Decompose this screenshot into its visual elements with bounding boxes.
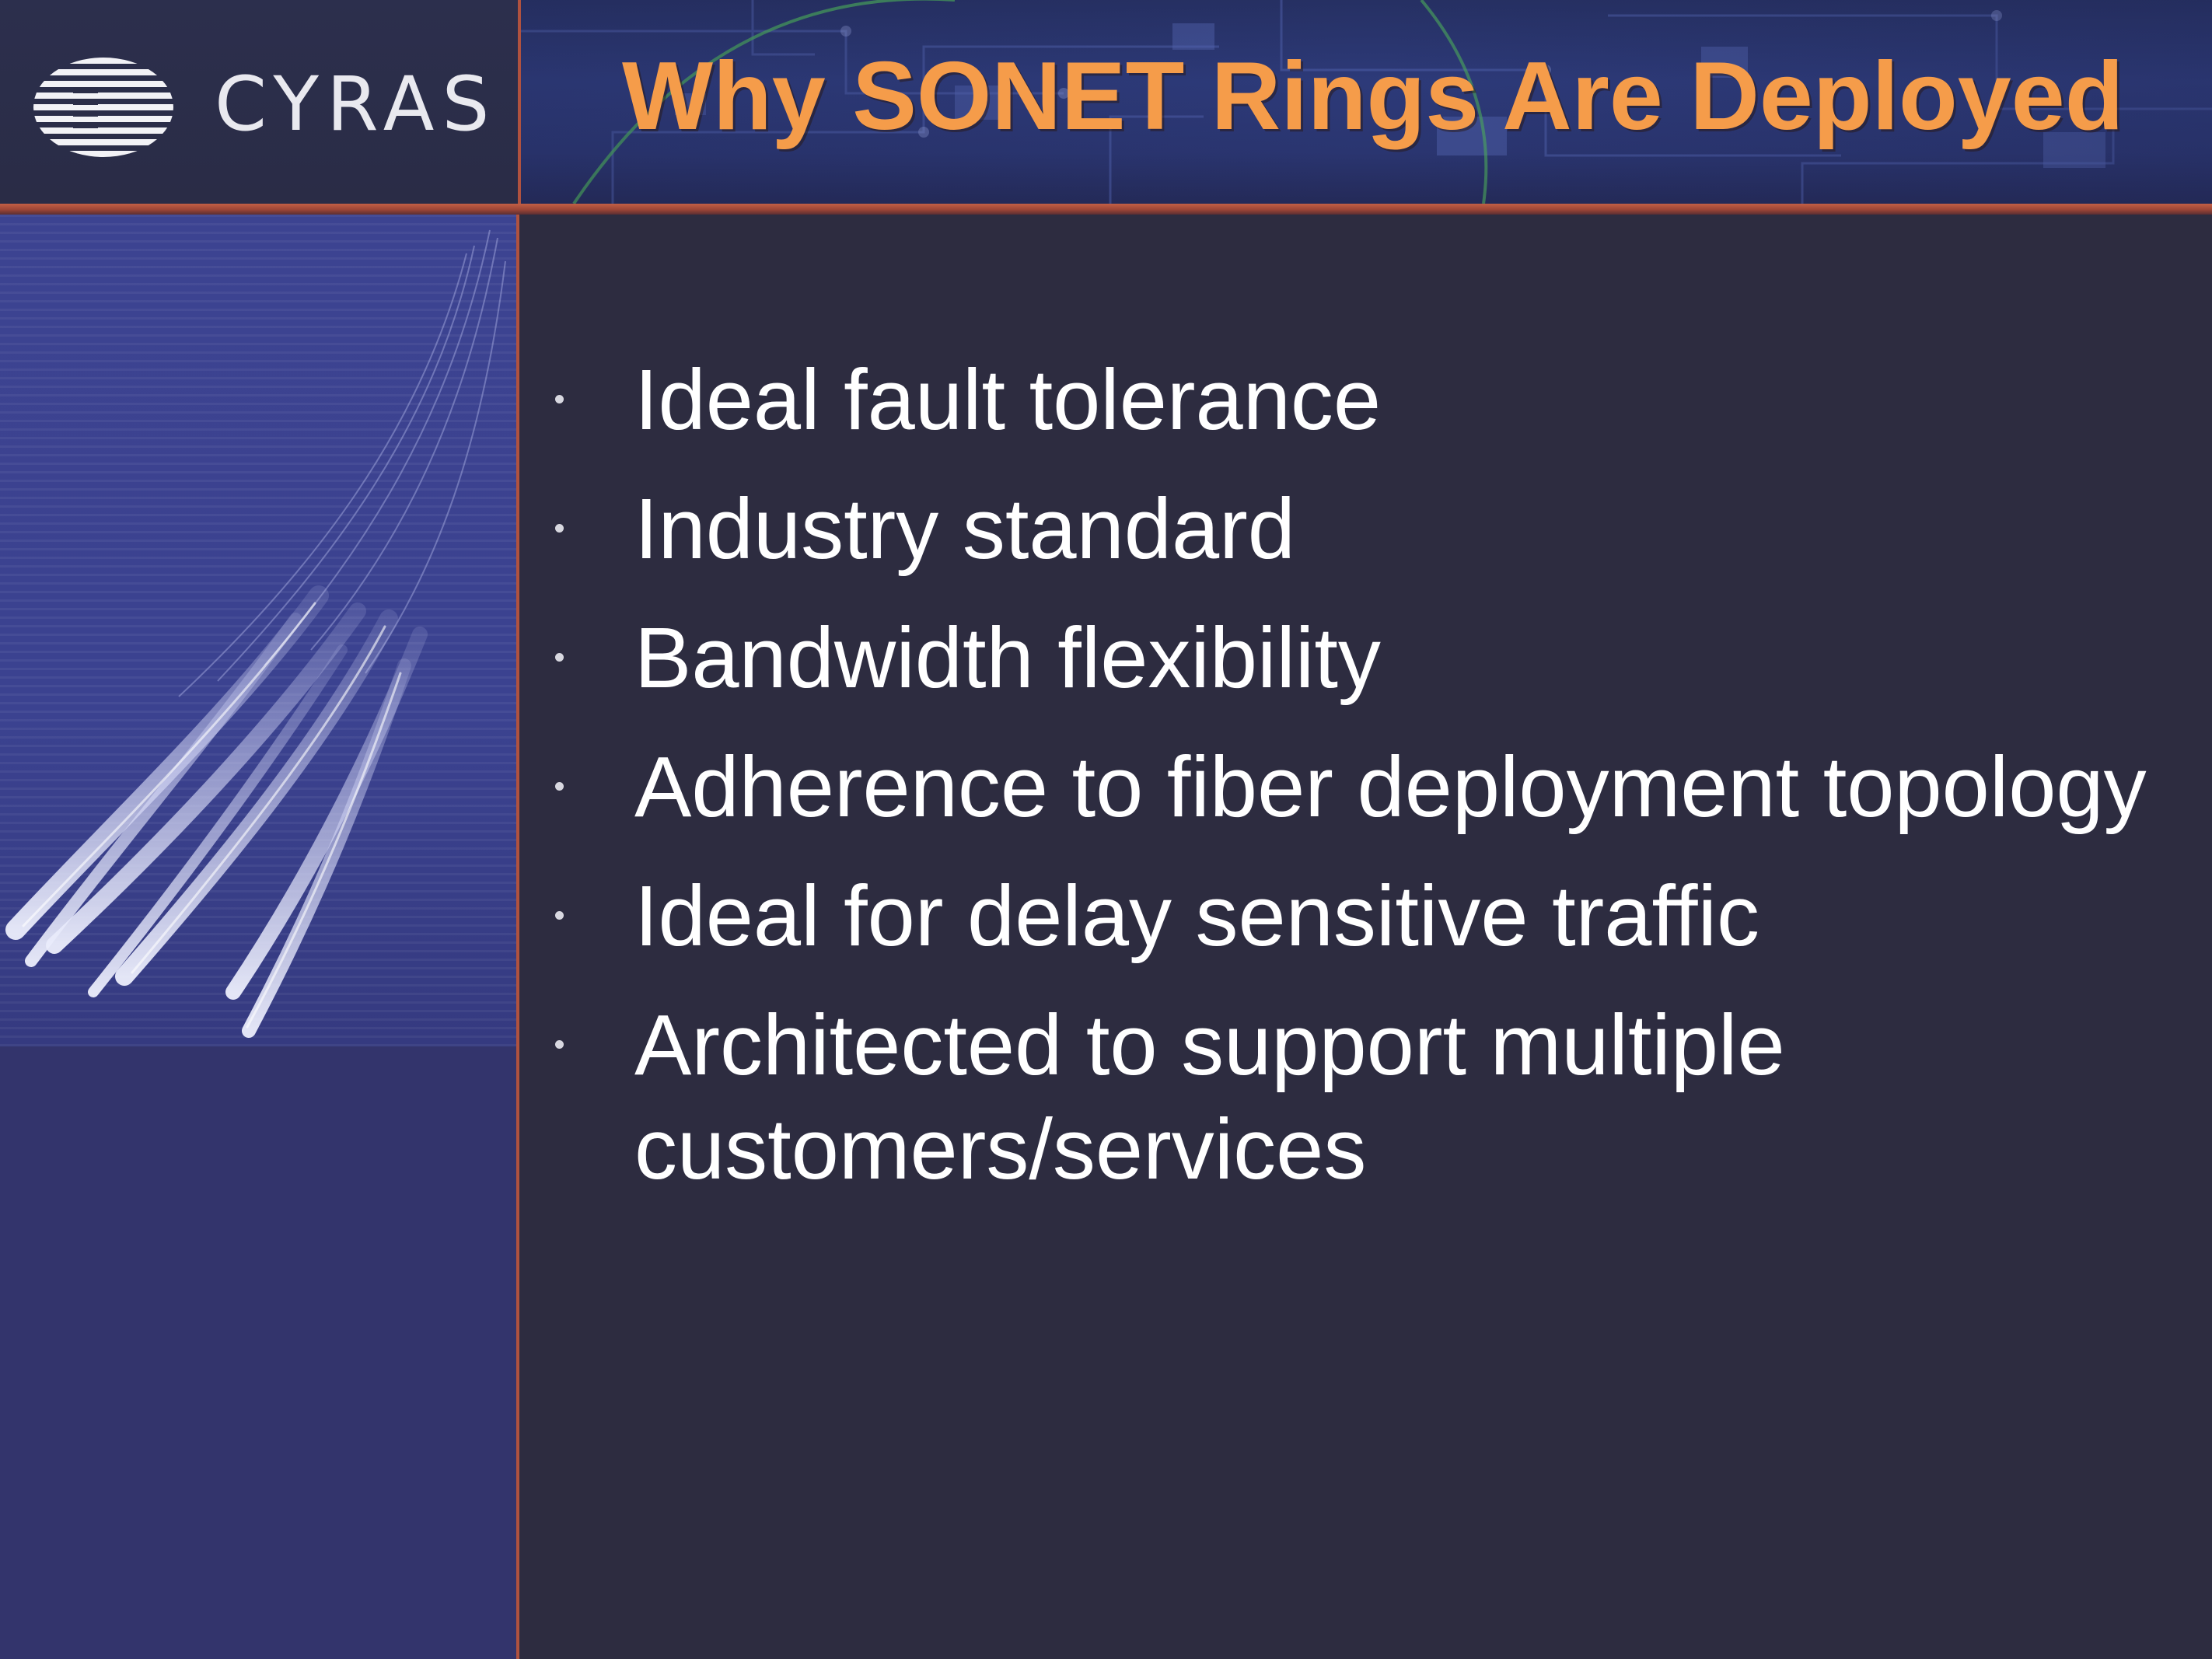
logo-panel: CYRAS [0,0,518,204]
bullet-dot-icon [555,653,564,662]
slide-title: Why SONET Rings Are Deployed [622,43,2124,150]
list-item: Adherence to fiber deployment topology [544,735,2189,840]
header-rule [0,204,2212,215]
list-item: Ideal fault tolerance [544,348,2177,452]
bullet-text: Bandwidth flexibility [634,610,1381,706]
header-band: CYRAS Why SONET Rings Are Deployed [0,0,2212,204]
left-panel-divider [516,215,519,1659]
bullet-text: Adherence to fiber deployment topology [634,739,2147,835]
bullet-text: Architected to support multiple customer… [634,997,1785,1197]
list-item: Bandwidth flexibility [544,606,2177,711]
bullet-dot-icon [555,911,564,920]
bullet-text: Ideal fault tolerance [634,352,1382,448]
brand-logo-text: CYRAS [215,61,498,148]
striped-globe-icon [33,58,173,157]
header-divider [518,0,521,204]
left-panel [0,215,516,1659]
bullet-dot-icon [555,395,564,403]
fiber-optic-strands-image [5,229,506,1038]
bullet-list: Ideal fault tolerance Industry standard … [544,348,2177,1227]
list-item: Ideal for delay sensitive traffic [544,864,2177,969]
list-item: Industry standard [544,477,2177,582]
bullet-dot-icon [555,1040,564,1049]
bullet-dot-icon [555,524,564,533]
circuit-board-decoration [519,0,2212,204]
list-item: Architected to support multiple customer… [544,994,2189,1202]
bullet-text: Industry standard [634,481,1295,577]
bullet-text: Ideal for delay sensitive traffic [634,868,1760,964]
bullet-dot-icon [555,782,564,791]
